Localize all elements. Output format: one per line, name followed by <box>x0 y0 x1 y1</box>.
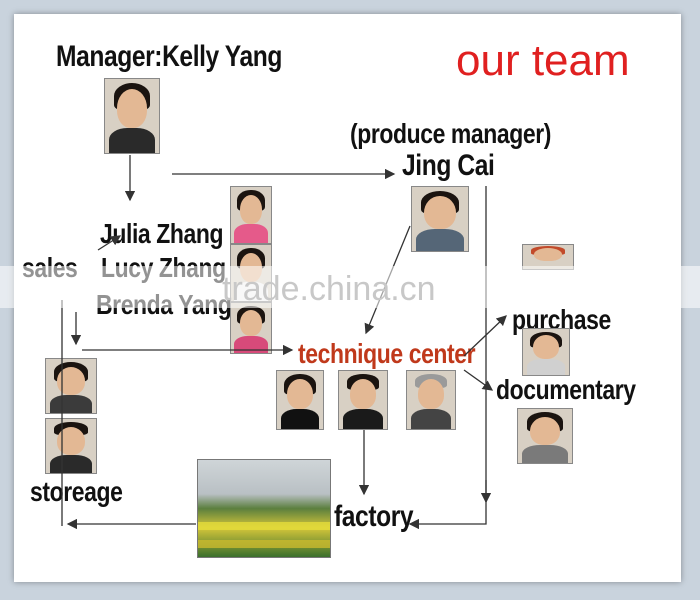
arrow-technique-to-documentary <box>463 369 494 391</box>
purchase-photo-top <box>522 244 574 270</box>
factory-photo <box>197 459 331 558</box>
documentary-photo <box>517 408 573 464</box>
technique-photo-2 <box>338 370 388 430</box>
technique-center-label: technique center <box>298 338 476 369</box>
technique-photo-1 <box>276 370 324 430</box>
manager-photo <box>104 78 160 154</box>
diagram-title: our team <box>456 36 630 85</box>
sales-photo-3 <box>230 302 272 354</box>
technique-photo-3 <box>406 370 456 430</box>
storeage-label: storeage <box>30 476 123 507</box>
watermark: trade.china.cn <box>222 270 436 308</box>
produce-manager-name: Jing Cai <box>402 149 495 182</box>
documentary-label: documentary <box>496 374 636 405</box>
arrow-sales-branch <box>97 235 122 251</box>
purchase-photo <box>522 328 570 376</box>
produce-manager-photo <box>411 186 469 252</box>
produce-manager-role: (produce manager) <box>350 118 551 149</box>
manager-label: Manager:Kelly Yang <box>56 40 282 73</box>
arrow-produce-to-factory <box>408 186 487 530</box>
arrow-technique-to-purchase <box>463 315 507 357</box>
watermark-band <box>0 266 700 308</box>
sales-photo-1 <box>230 186 272 244</box>
factory-label: factory <box>334 500 414 533</box>
